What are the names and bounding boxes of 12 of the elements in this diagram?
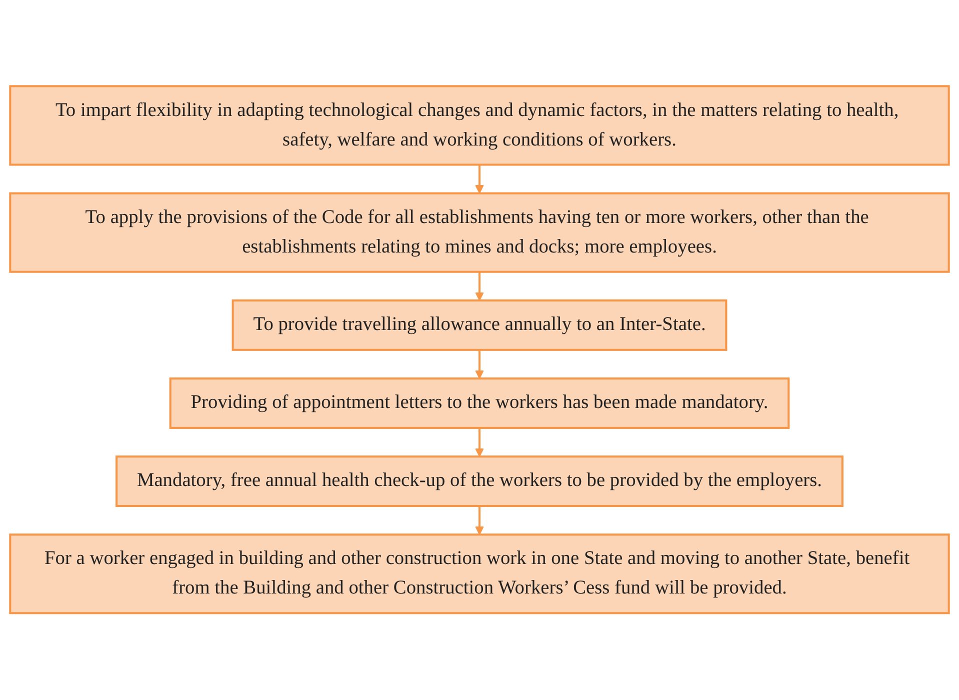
flowchart: To impart flexibility in adapting technological changes and dynamic factors, in the matters relating to health, safety, welfare and working conditions of workers. To apply the provisions of the Code for all establishments having ten or more workers, other than the establishments relating to mines and docks; more employees. To provide travelling allowance annually to an Inter-State. Providing of appointment letters to the workers has been made mandatory. Mandatory, free annual health check-up of the workers to be provided by the employers. For a worker engaged in building and other construction work in one State and moving to another State, benefit from the Building and other Construction Workers’ Cess fund will be provided. [2,78,957,622]
arrow [475,272,484,302]
node-box [9,85,950,166]
arrow [475,428,484,458]
arrow [475,350,484,380]
node-box [116,456,844,508]
node-box [232,300,728,352]
node-box [9,534,950,614]
node-box [9,192,950,274]
arrow [475,165,484,194]
node-box [169,378,790,430]
arrow [475,506,484,536]
